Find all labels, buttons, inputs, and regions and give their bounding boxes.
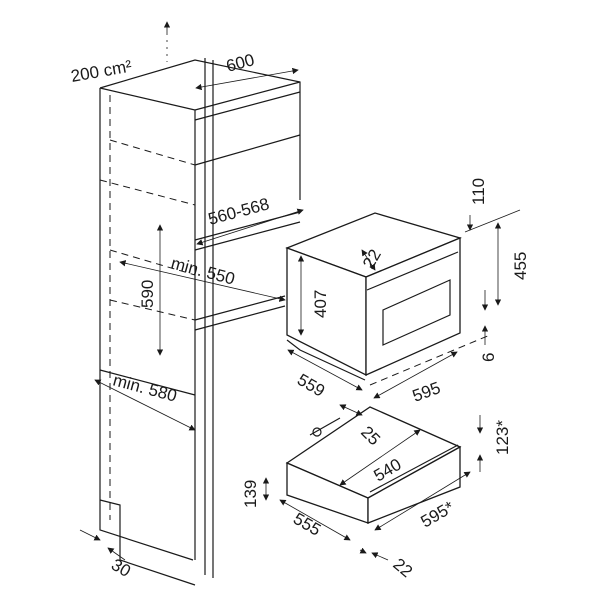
label-bottom-gap: 6 — [479, 353, 498, 362]
label-drawer-body-height: 139 — [241, 480, 260, 508]
label-drawer-height: 123* — [493, 420, 512, 455]
label-niche-height: 590 — [138, 280, 157, 308]
label-drawer-depth: 555 — [290, 509, 324, 540]
label-drawer-width: 595* — [418, 497, 458, 531]
oven-window — [382, 279, 451, 346]
label-plinth-offset: 30 — [108, 555, 134, 581]
drawer-handle — [309, 417, 341, 436]
dimension-lines — [79, 21, 521, 561]
label-oven-depth: 559 — [294, 370, 328, 401]
label-oven-body-height: 407 — [311, 290, 330, 318]
oven — [285, 212, 491, 386]
label-front-thickness: 22 — [389, 555, 416, 582]
label-oven-height: 455 — [511, 252, 530, 280]
tall-cabinet — [99, 58, 301, 586]
label-oven-width: 595 — [410, 378, 443, 406]
label-min-550: min. 550 — [169, 254, 237, 289]
label-top-offset: 110 — [469, 178, 488, 205]
label-min-580: min. 580 — [111, 371, 179, 406]
